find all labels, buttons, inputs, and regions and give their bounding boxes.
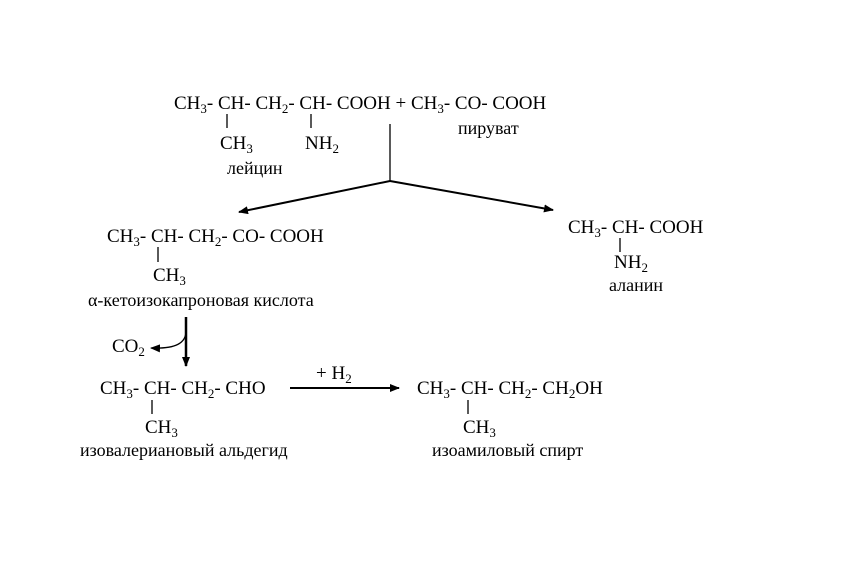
ketoacid-formula: CH3- CH- CH2- CO- COOH bbox=[107, 226, 324, 249]
aldehyde-formula: CH3- CH- CH2- CHO bbox=[100, 378, 266, 401]
co2-label: CO2 bbox=[112, 336, 145, 359]
alcohol-formula: CH3- CH- CH2- CH2OH bbox=[417, 378, 603, 401]
co2-release-arrow bbox=[150, 330, 187, 353]
pyruvate-name: пируват bbox=[458, 118, 519, 138]
alcohol-name: изоамиловый спирт bbox=[432, 440, 583, 460]
aldehyde-name: изовалериановый альдегид bbox=[80, 440, 288, 460]
aldehyde-methyl: CH3 bbox=[145, 417, 178, 440]
leucine-methyl: CH3 bbox=[220, 133, 253, 156]
alanine-formula: CH3- CH- COOH bbox=[568, 217, 704, 240]
alcohol-methyl: CH3 bbox=[463, 417, 496, 440]
leucine-name: лейцин bbox=[227, 158, 283, 178]
leucine-formula: CH3- CH- CH2- CH- COOH + CH3- CO- COOH bbox=[174, 93, 547, 116]
leucine-amino: NH2 bbox=[305, 133, 339, 156]
hydrogenation-label: + H2 bbox=[316, 363, 352, 386]
ketoacid-name: α-кетоизокапроновая кислота bbox=[88, 290, 314, 310]
arrow-to-ketoacid bbox=[238, 180, 391, 215]
alanine-name: аланин bbox=[609, 275, 663, 295]
arrow-to-alanine bbox=[389, 180, 554, 213]
alanine-amino: NH2 bbox=[614, 252, 648, 275]
ketoacid-methyl: CH3 bbox=[153, 265, 186, 288]
